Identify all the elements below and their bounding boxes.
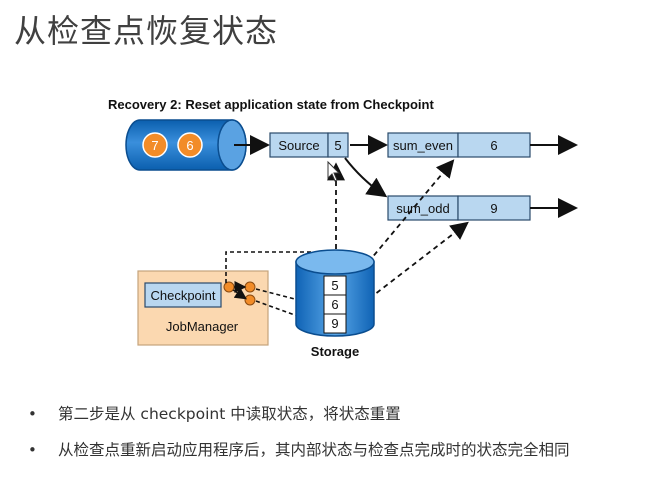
bullet-item: • 第二步是从 checkpoint 中读取状态，将状态重置 <box>28 402 570 438</box>
input-stream: 7 6 <box>125 119 247 171</box>
storage-cylinder: 5 6 9 Storage <box>295 249 375 359</box>
jobmanager-label: JobManager <box>166 319 239 334</box>
checkpoint-marker <box>244 294 256 306</box>
bullet-text: 从检查点重新启动应用程序后，其内部状态与检查点完成时的状态完全相同 <box>58 441 570 459</box>
stream-record-label: 6 <box>186 138 193 153</box>
checkpoint-marker <box>244 281 256 293</box>
storage-value: 9 <box>331 316 338 331</box>
arrow-source-to-sum-odd <box>344 157 388 198</box>
cursor-icon <box>327 160 341 182</box>
source-task: Source 5 <box>269 132 349 158</box>
sum-odd-value: 9 <box>490 201 497 216</box>
sum-even-value: 6 <box>490 138 497 153</box>
bullet-dot: • <box>28 441 37 459</box>
storage-label: Storage <box>311 344 359 359</box>
sum-even-label: sum_even <box>393 138 453 153</box>
slide-title: 从检查点恢复状态 <box>14 12 279 50</box>
bullet-dot: • <box>28 405 37 423</box>
diagram-caption: Recovery 2: Reset application state from… <box>108 97 434 112</box>
checkpoint-label: Checkpoint <box>150 288 215 303</box>
source-value: 5 <box>334 138 341 153</box>
bullet-item: • 从检查点重新启动应用程序后，其内部状态与检查点完成时的状态完全相同 <box>28 438 570 474</box>
stream-record <box>177 132 203 158</box>
sum-odd-label: sum_odd <box>396 201 449 216</box>
storage-value: 5 <box>331 278 338 293</box>
bullet-list: • 第二步是从 checkpoint 中读取状态，将状态重置 • 从检查点重新启… <box>28 402 570 474</box>
bullet-text: 第二步是从 checkpoint 中读取状态，将状态重置 <box>58 405 401 423</box>
restore-arrow-sum-odd <box>347 221 469 316</box>
stream-record <box>142 132 168 158</box>
source-label: Source <box>278 138 319 153</box>
checkpoint-marker <box>223 281 235 293</box>
sum-even-task: sum_even 6 <box>387 132 531 158</box>
jobmanager: Checkpoint JobManager <box>137 270 269 346</box>
recovery-diagram: 7 6 Source 5 sum_even 6 sum_odd 9 Che <box>125 119 578 359</box>
storage-value: 6 <box>331 297 338 312</box>
sum-odd-task: sum_odd 9 <box>387 195 531 221</box>
checkpoint-link <box>232 287 247 300</box>
stream-record-label: 7 <box>151 138 158 153</box>
